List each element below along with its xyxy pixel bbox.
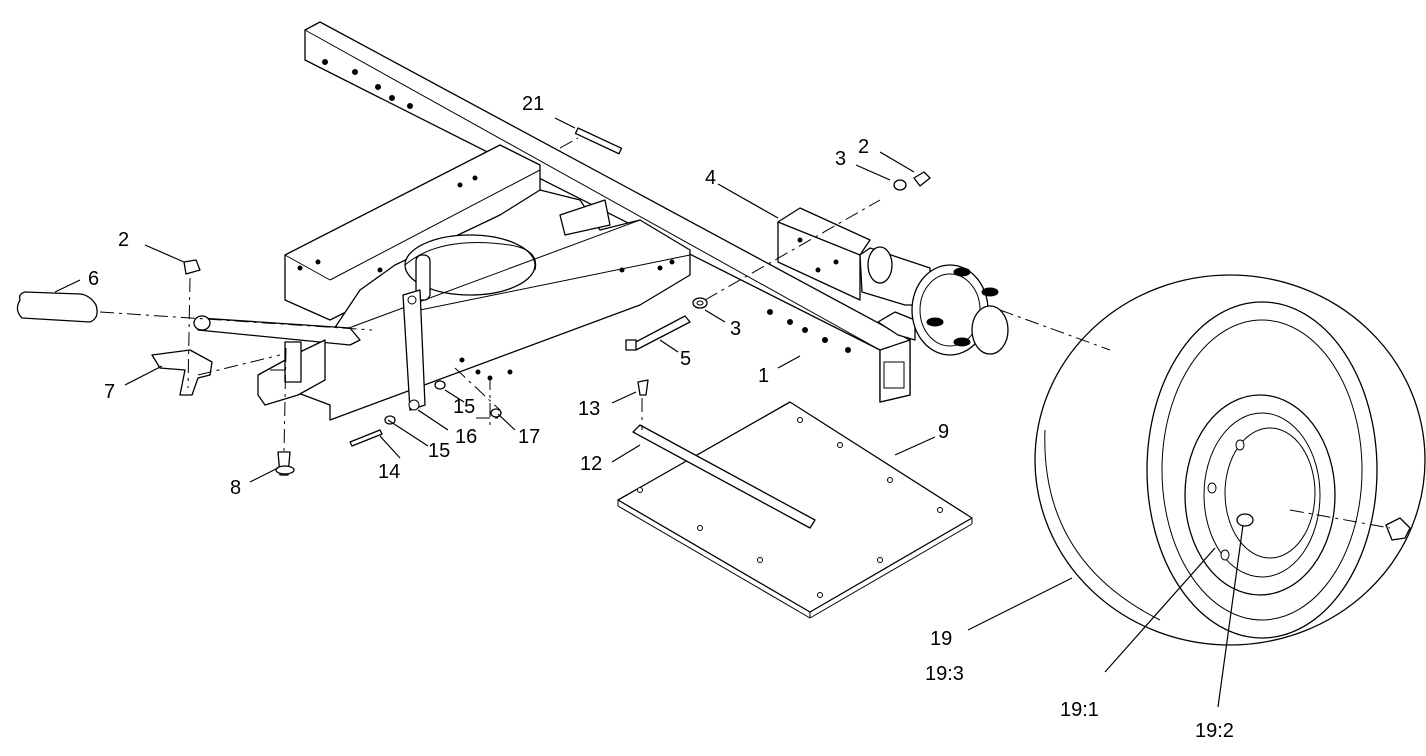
lock-link [402, 254, 431, 411]
callout-15-upper: 15 [453, 396, 475, 418]
callout-8: 8 [230, 477, 241, 499]
callout-19: 19 [930, 628, 952, 650]
callout-14: 14 [378, 461, 400, 483]
callout-9: 9 [938, 421, 949, 443]
callout-4: 4 [705, 167, 716, 189]
swivel-hitch-body [289, 189, 691, 421]
callout-12: 12 [580, 453, 602, 475]
callout-7: 7 [104, 381, 115, 403]
wheel-assembly [1034, 274, 1426, 646]
callout-15-lower: 15 [428, 440, 450, 462]
callout-16: 16 [455, 426, 477, 448]
callout-6: 6 [88, 268, 99, 290]
callout-1: 1 [758, 365, 769, 387]
callout-19-3: 19:3 [925, 663, 964, 685]
small-hardware [183, 259, 649, 476]
callout-labels: 21 3 2 4 2 6 7 3 5 1 13 15 15 16 17 14 8… [88, 93, 1234, 742]
callout-17: 17 [518, 426, 540, 448]
callout-2-top: 2 [858, 136, 869, 158]
latch-bracket [151, 339, 326, 406]
bolt-5 [625, 297, 708, 351]
axle-hub-assembly [777, 207, 1009, 356]
pin-21 [574, 127, 623, 155]
callout-21: 21 [522, 93, 544, 115]
nut-washer-set [893, 171, 931, 191]
callout-19-1: 19:1 [1060, 699, 1099, 721]
callout-13: 13 [578, 398, 600, 420]
handle-assembly [16, 291, 361, 346]
assembly-centerlines [99, 137, 1391, 529]
callout-2-left: 2 [118, 229, 129, 251]
callout-5: 5 [680, 348, 691, 370]
leader-lines [54, 117, 1244, 708]
callout-19-2: 19:2 [1195, 720, 1234, 742]
callout-3-mid: 3 [730, 318, 741, 340]
base-plate [617, 401, 973, 619]
callout-3-top: 3 [835, 148, 846, 170]
